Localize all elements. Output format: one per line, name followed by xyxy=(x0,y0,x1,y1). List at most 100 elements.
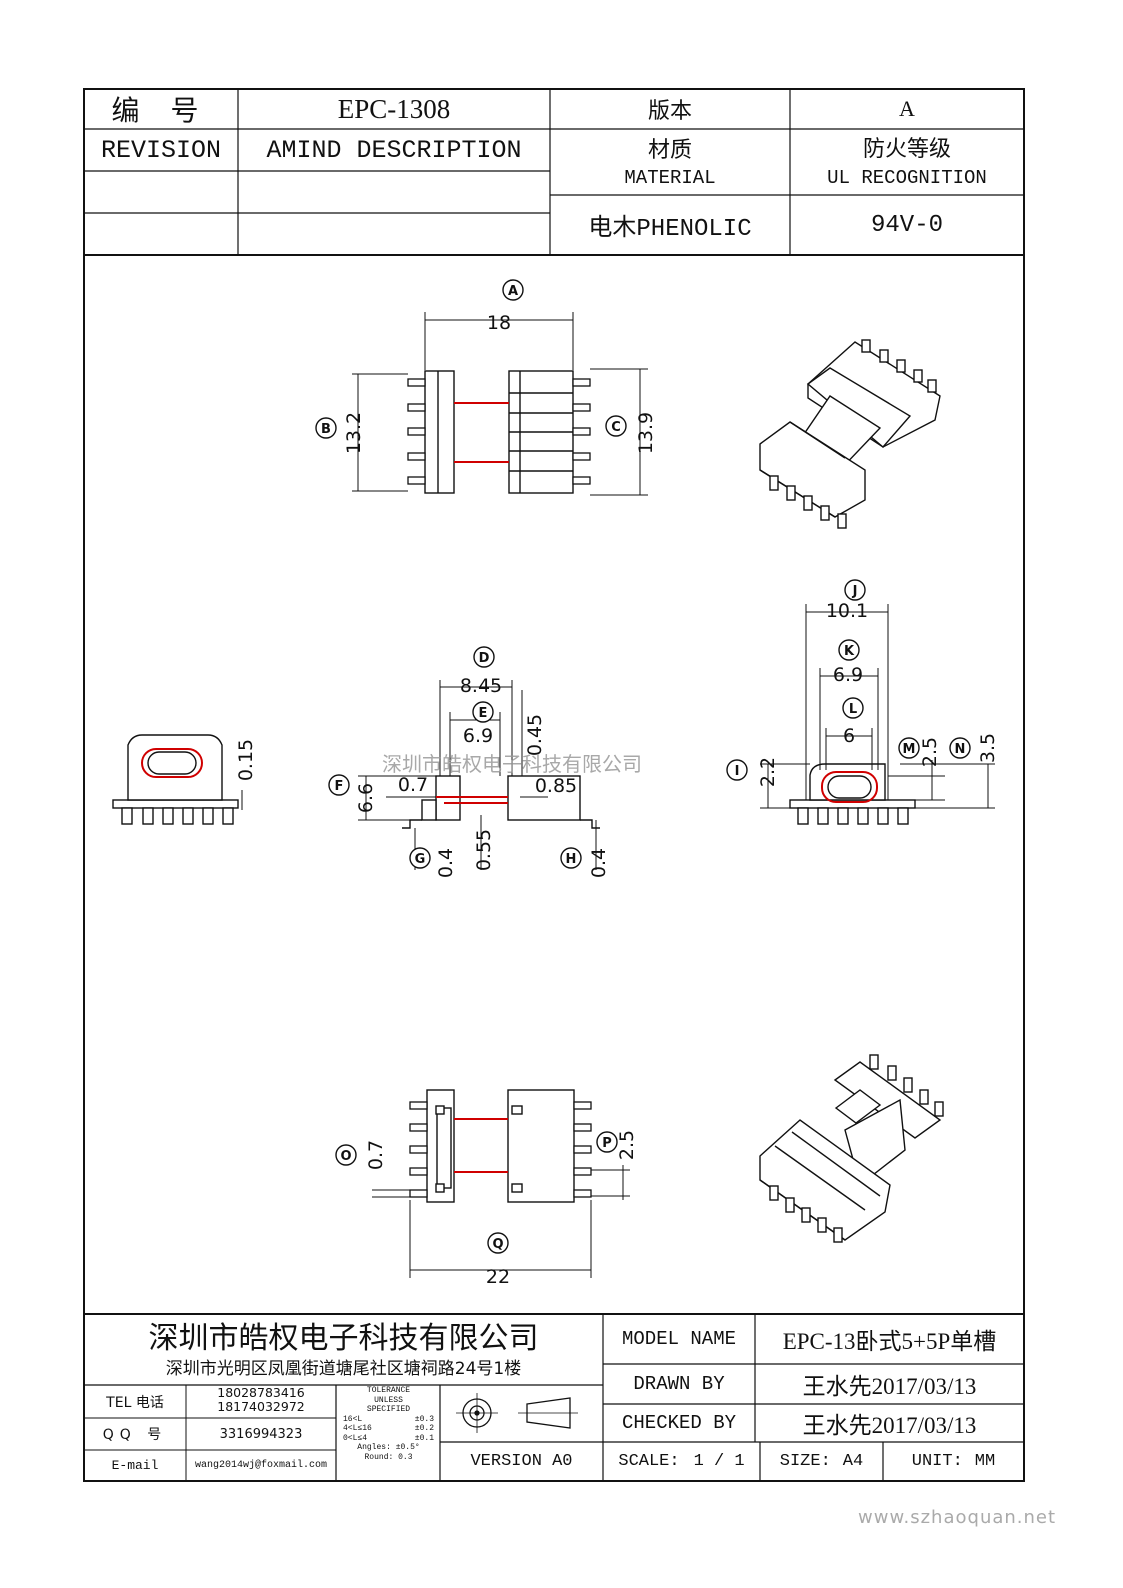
tol-value: ±0.1 xyxy=(414,1433,434,1443)
number-label: 编 号 xyxy=(111,96,211,127)
callout-h: H xyxy=(566,852,577,867)
callout-q: Q xyxy=(492,1237,503,1252)
tol-value: ±0.2 xyxy=(414,1424,434,1433)
version-label: 版本 xyxy=(647,98,692,123)
size-value: A4 xyxy=(842,1452,864,1471)
tol-row: 16<L ±0.3 xyxy=(337,1415,440,1425)
dim-b: 13.2 xyxy=(343,412,365,454)
iso-view-top xyxy=(759,339,941,529)
tel-1: 18028783416 xyxy=(217,1385,305,1400)
dim-j: 10.1 xyxy=(826,600,868,622)
projection-symbol xyxy=(456,1393,578,1433)
dim-f2: 0.7 xyxy=(398,774,428,796)
model-label: MODEL NAME xyxy=(621,1328,737,1350)
callout-i: I xyxy=(735,764,740,779)
iso-view-bottom xyxy=(759,1054,944,1243)
size-field: SIZE: A4 xyxy=(760,1442,883,1481)
qq-label: QQ 号 xyxy=(102,1427,168,1443)
model-value: EPC-13卧式5+5P单槽 xyxy=(782,1329,997,1354)
material-label-en: MATERIAL xyxy=(624,167,716,189)
scale-value: 1 / 1 xyxy=(693,1452,745,1471)
callout-markers xyxy=(315,279,971,1254)
callout-f: F xyxy=(335,779,344,794)
callout-n: N xyxy=(955,742,966,757)
dim-q: 22 xyxy=(486,1266,510,1288)
dim-i: 2.2 xyxy=(757,757,779,787)
tol-range: 16<L xyxy=(343,1414,363,1424)
site-url: www.szhaoquan.net xyxy=(858,1507,1057,1528)
ul-label-en: UL RECOGNITION xyxy=(827,167,987,189)
tol-range: 0<L≤4 xyxy=(343,1433,368,1443)
scale-field: SCALE: 1 / 1 xyxy=(603,1442,760,1481)
front-view xyxy=(358,680,600,870)
dim-e2: 0.45 xyxy=(524,714,546,756)
unit-value: MM xyxy=(974,1452,996,1471)
email-label: E-mail xyxy=(111,1458,159,1473)
company-address: 深圳市光明区凤凰街道塘尾社区塘祠路24号1楼 xyxy=(165,1358,522,1379)
version-a0: VERSION A0 xyxy=(470,1452,573,1471)
size-label: SIZE: xyxy=(779,1452,831,1471)
dim-f: 6.6 xyxy=(355,783,377,813)
drawn-value: 王水先2017/03/13 xyxy=(802,1374,977,1399)
tel-label: TEL 电话 xyxy=(106,1394,164,1411)
tol-round: Round: 0.3 xyxy=(364,1452,413,1462)
side-view-left xyxy=(112,734,243,825)
revision-label: REVISION xyxy=(100,135,222,165)
callout-j: J xyxy=(852,584,858,599)
top-view xyxy=(352,312,648,496)
checked-value: 王水先2017/03/13 xyxy=(802,1413,977,1438)
amind-description-label: AMIND DESCRIPTION xyxy=(266,135,522,165)
tol-row: 0<L≤4 ±0.1 xyxy=(337,1434,440,1444)
dim-p: 2.5 xyxy=(616,1130,638,1160)
scale-label: SCALE: xyxy=(618,1452,680,1471)
unit-label: UNIT: xyxy=(911,1452,963,1471)
tol-angles: Angles: ±0.5° xyxy=(357,1443,420,1452)
tel-2: 18174032972 xyxy=(217,1399,305,1414)
bottom-view xyxy=(372,1089,630,1278)
tel-numbers: 18028783416 18174032972 xyxy=(186,1386,336,1414)
dim-c: 13.9 xyxy=(635,412,657,454)
callout-d: D xyxy=(479,651,490,666)
dim-h: 0.4 xyxy=(588,848,610,878)
material-label-cn: 材质 xyxy=(647,137,692,162)
qq-number: 3316994323 xyxy=(219,1426,303,1442)
callout-letters: A B C D E F G H I J K L M N O P Q xyxy=(321,284,965,1252)
callout-k: K xyxy=(844,644,855,659)
tol-title-3: SPECIFIED xyxy=(366,1405,411,1414)
dim-side: 0.15 xyxy=(235,739,257,781)
callout-o: O xyxy=(340,1149,351,1164)
dim-l: 6 xyxy=(843,725,855,747)
dim-n: 3.5 xyxy=(977,733,999,763)
tol-row: 4<L≤16 ±0.2 xyxy=(337,1424,440,1434)
callout-b: B xyxy=(321,422,331,437)
unit-field: UNIT: MM xyxy=(883,1442,1024,1481)
dim-f3: 0.85 xyxy=(535,775,577,797)
callout-c: C xyxy=(611,420,621,435)
dim-g: 0.4 xyxy=(435,848,457,878)
dim-o: 0.7 xyxy=(365,1140,387,1170)
callout-g: G xyxy=(415,852,426,867)
checked-label: CHECKED BY xyxy=(621,1412,737,1434)
tolerance-block: TOLERANCE UNLESS SPECIFIED 16<L±0.3 4<L≤… xyxy=(337,1386,440,1462)
tol-value: ±0.3 xyxy=(414,1414,434,1424)
callout-a: A xyxy=(508,284,518,299)
dim-k: 6.9 xyxy=(833,664,863,686)
dim-a: 18 xyxy=(487,312,511,334)
ul-label-cn: 防火等级 xyxy=(862,136,951,161)
email-value: wang2014wj@foxmail.com xyxy=(194,1460,328,1471)
drawn-label: DRAWN BY xyxy=(633,1373,725,1395)
dim-d: 8.45 xyxy=(460,675,502,697)
tol-title-2: UNLESS xyxy=(374,1395,403,1405)
watermark: 深圳市皓权电子科技有限公司 xyxy=(382,752,642,776)
callout-p: P xyxy=(602,1136,612,1151)
callout-m: M xyxy=(903,742,916,757)
callout-l: L xyxy=(849,702,857,717)
material-value: 电木PHENOLIC xyxy=(588,216,752,243)
company-name: 深圳市皓权电子科技有限公司 xyxy=(148,1322,539,1355)
ul-value: 94V-0 xyxy=(870,211,943,239)
tol-range: 4<L≤16 xyxy=(343,1424,372,1433)
number-value: EPC-1308 xyxy=(337,93,451,124)
callout-e: E xyxy=(479,706,488,721)
